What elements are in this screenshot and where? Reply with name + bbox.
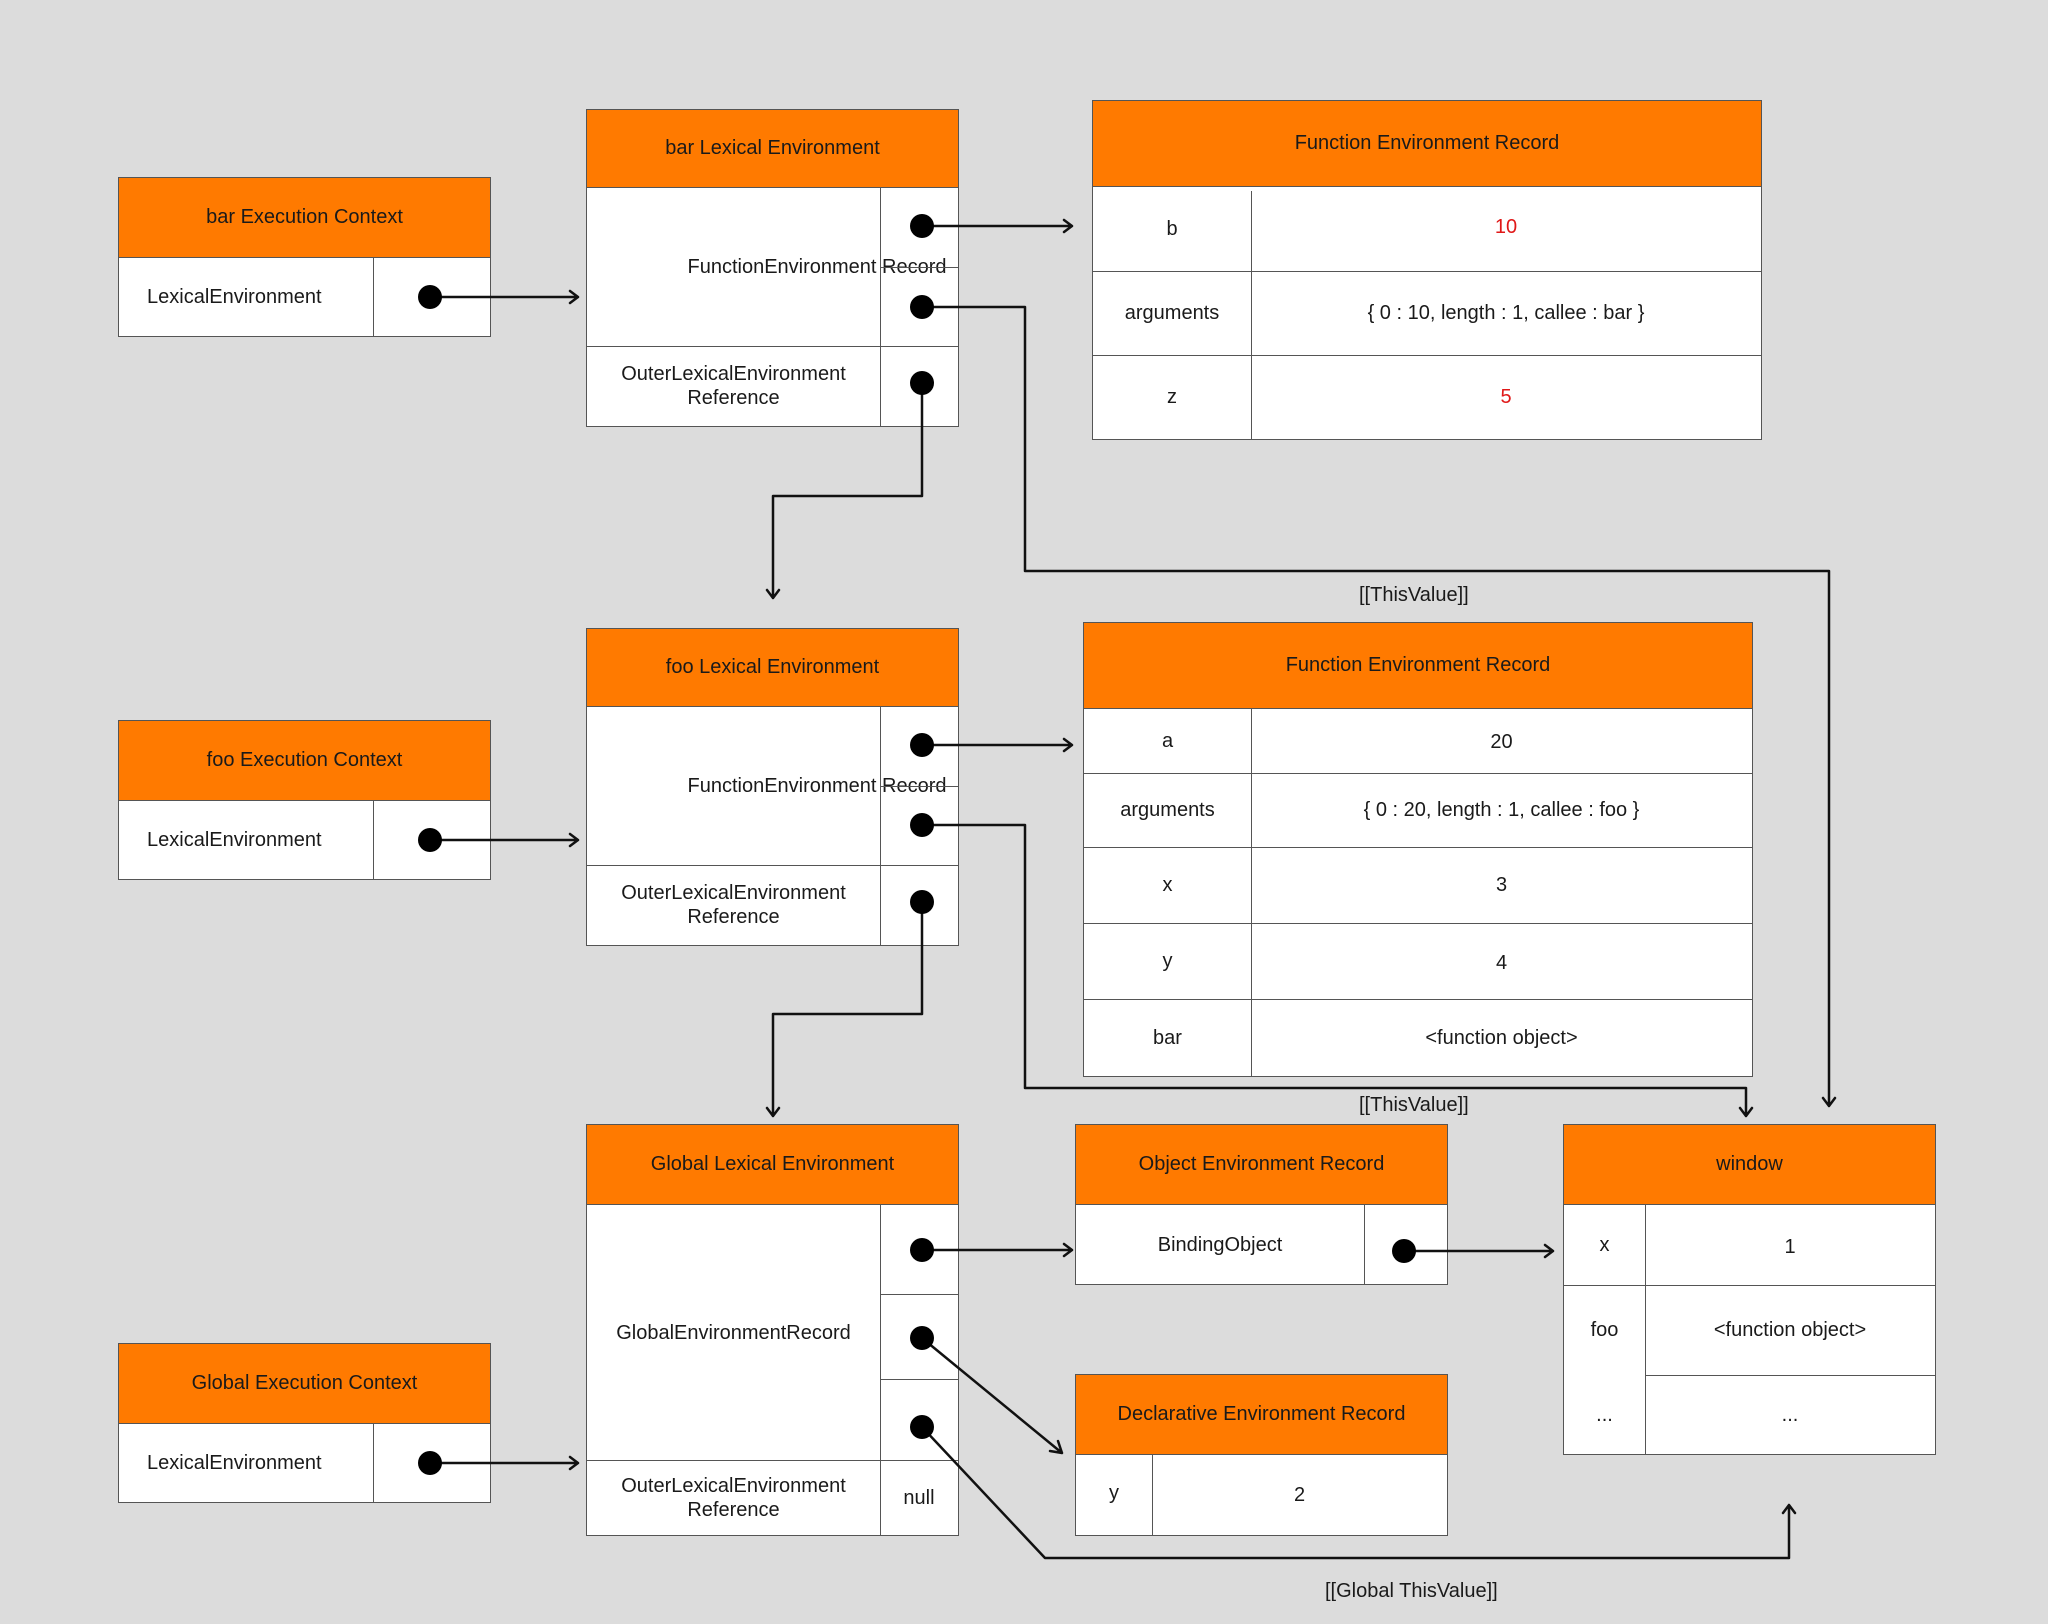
global-outer-reference-label: OuterLexicalEnvironment Reference [621,1474,846,1521]
bar-fer-title: Function Environment Record [1093,101,1761,187]
declarative-er-name-y: y [1109,1481,1119,1504]
foo-fer-value-bar: <function object> [1425,1026,1578,1049]
foo-context-arrow [428,832,580,848]
bar-execution-context-title: bar Execution Context [119,178,490,258]
global-context-dot [418,1451,442,1475]
bar-fer-value-arguments: { 0 : 10, length : 1, callee : bar } [1367,302,1645,324]
bar-lexical-environment-title: bar Lexical Environment [587,110,958,188]
bar-lexical-environment: bar Lexical Environment FunctionEnvironm… [586,109,959,427]
foo-function-environment-record-label: FunctionEnvironment Record [687,775,947,797]
foo-record-arrow [920,737,1074,753]
foo-execution-context-field: LexicalEnvironment [147,829,322,851]
foo-record-dot [910,733,934,757]
foo-fer-name-a: a [1161,730,1174,752]
window-value-foo: <function object> [1713,1319,1867,1341]
foo-this-value-arrow [920,823,1754,1118]
foo-outer-reference-label: OuterLexicalEnvironment Reference [621,882,846,928]
this-value-label-bar: [[ThisValue]] [1359,584,1469,606]
foo-outer-dot [910,890,934,914]
foo-fer-name-arguments: arguments [1120,799,1215,821]
object-environment-record: Object Environment Record BindingObject [1075,1124,1448,1285]
bar-fer-name-arguments: arguments [1124,302,1220,324]
bar-function-environment-record: Function Environment Record b 10 argumen… [1092,100,1762,440]
window-value-x: 1 [1784,1236,1796,1258]
foo-fer-title: Function Environment Record [1084,623,1752,709]
bar-context-dot [418,285,442,309]
foo-fer-name-bar: bar [1153,1026,1182,1049]
global-this-dot [910,1415,934,1439]
bar-fer-value-b: 10 [1494,216,1518,238]
foo-fer-value-y: 4 [1495,952,1508,974]
global-environment-record-label: GlobalEnvironmentRecord [616,1321,851,1344]
bar-fer-value-z: 5 [1500,386,1512,408]
global-execution-context: Global Execution Context LexicalEnvironm… [118,1343,491,1503]
window-value-rest: ... [1781,1403,1799,1426]
foo-fer-name-x: x [1162,874,1173,896]
foo-execution-context-title: foo Execution Context [119,721,490,801]
foo-fer-value-arguments: { 0 : 20, length : 1, callee : foo } [1363,799,1640,821]
bar-context-arrow [428,289,580,305]
foo-fer-value-x: 3 [1495,874,1508,896]
window-name-rest: ... [1596,1403,1613,1426]
global-this-value-arrow [920,1425,1797,1560]
window-name-foo: foo [1590,1319,1619,1341]
object-environment-record-title: Object Environment Record [1076,1125,1447,1205]
this-value-label-foo: [[ThisValue]] [1359,1094,1469,1116]
global-object-dot [910,1238,934,1262]
binding-object-arrow [1402,1243,1555,1259]
window-object: window x 1 foo <function object> ... ... [1563,1124,1936,1455]
bar-this-value-arrow [920,305,1837,1108]
bar-fer-name-b: b [1166,218,1178,240]
bar-this-dot [910,295,934,319]
bar-outer-arrow [765,381,924,600]
global-object-record-arrow [920,1242,1074,1258]
global-execution-context-field: LexicalEnvironment [147,1452,322,1474]
bar-fer-name-z: z [1167,386,1177,408]
global-declarative-record-arrow [920,1336,1064,1455]
foo-fer-name-y: y [1162,950,1173,972]
global-this-value-label: [[Global ThisValue]] [1325,1580,1498,1602]
foo-execution-context: foo Execution Context LexicalEnvironment [118,720,491,880]
window-name-x: x [1599,1234,1610,1256]
global-outer-reference-null: null [903,1486,935,1509]
foo-outer-arrow [765,900,924,1118]
foo-this-dot [910,813,934,837]
foo-lexical-environment-title: foo Lexical Environment [587,629,958,707]
bar-execution-context: bar Execution Context LexicalEnvironment [118,177,491,337]
bar-function-environment-record-label: FunctionEnvironment Record [687,256,947,278]
bar-outer-dot [910,371,934,395]
foo-fer-value-a: 20 [1490,731,1513,753]
declarative-environment-record-title: Declarative Environment Record [1076,1375,1447,1455]
binding-object-dot [1392,1239,1416,1263]
foo-function-environment-record: Function Environment Record a 20 argumen… [1083,622,1753,1077]
binding-object-label: BindingObject [1157,1233,1283,1256]
foo-context-dot [418,828,442,852]
global-lexical-environment: Global Lexical Environment GlobalEnviron… [586,1124,959,1536]
bar-record-dot [910,214,934,238]
bar-record-arrow [920,218,1074,234]
global-context-arrow [428,1455,580,1471]
window-title: window [1564,1125,1935,1205]
declarative-er-value-y: 2 [1293,1484,1306,1506]
bar-execution-context-field: LexicalEnvironment [147,286,322,308]
declarative-environment-record: Declarative Environment Record y 2 [1075,1374,1448,1536]
foo-lexical-environment: foo Lexical Environment FunctionEnvironm… [586,628,959,946]
global-declarative-dot [910,1326,934,1350]
bar-outer-reference-label: OuterLexicalEnvironment Reference [621,363,846,409]
global-execution-context-title: Global Execution Context [119,1344,490,1424]
global-lexical-environment-title: Global Lexical Environment [587,1125,958,1205]
